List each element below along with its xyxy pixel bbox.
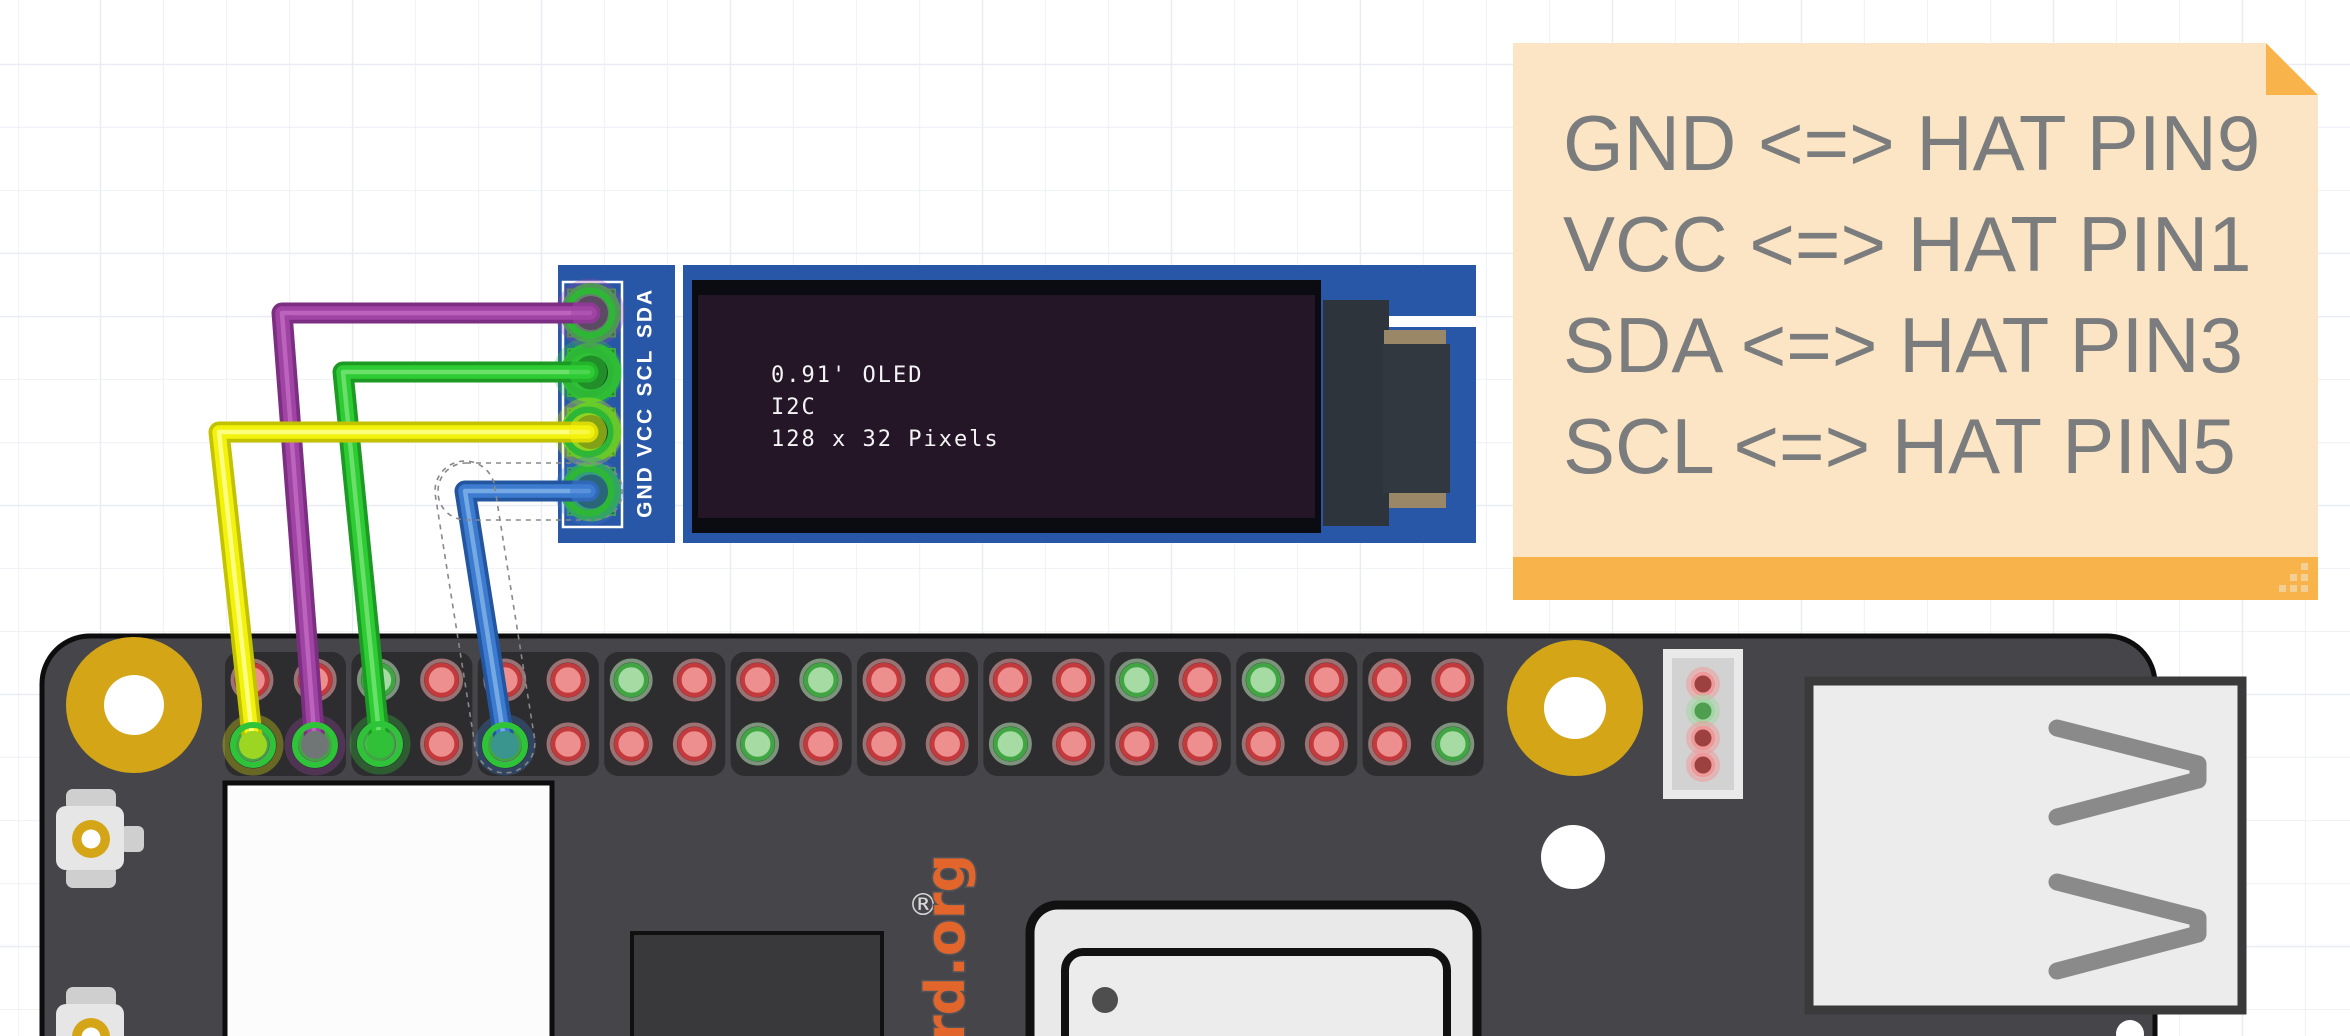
- flex-connector-body: [1383, 344, 1450, 493]
- board-test-pad-small: [2116, 1020, 2144, 1036]
- metal-shield-component: [1025, 900, 1482, 1036]
- pin-label-sda: SDA: [634, 288, 657, 338]
- note-line-sda: SDA <=> HAT PIN3: [1563, 301, 2243, 389]
- logo-registered-icon: ®: [908, 888, 938, 923]
- pcb-silk-stripe: [1383, 316, 1476, 327]
- gold-ring: [72, 1018, 110, 1036]
- note-line-scl: SCL <=> HAT PIN5: [1563, 402, 2236, 490]
- usb-prong-upper: [2048, 719, 2207, 826]
- edge-connector-top: [56, 789, 144, 888]
- vcc-wire[interactable]: [208, 397, 623, 776]
- side-connector[interactable]: [1663, 649, 1743, 799]
- wire-selection-outline: [434, 460, 623, 774]
- edge-connector-bottom: [56, 987, 124, 1036]
- oled-screen-line-2: I2C: [771, 395, 817, 420]
- pin-label-vcc: VCC: [634, 407, 657, 457]
- board-test-pad: [1541, 825, 1605, 889]
- board-logo: rd.org: [914, 854, 977, 1036]
- note-text: GND <=> HAT PIN9 VCC <=> HAT PIN1 SDA <=…: [1563, 93, 2298, 497]
- oled-screen: [698, 295, 1315, 518]
- usb-port: [1804, 676, 2247, 1015]
- oled-screen-line-3: 128 x 32 Pixels: [771, 427, 1000, 452]
- sda-wire[interactable]: [271, 278, 625, 776]
- note-line-gnd: GND <=> HAT PIN9: [1563, 99, 2261, 187]
- pin-field-frame: [561, 280, 624, 529]
- scl-wire[interactable]: [332, 337, 623, 775]
- pin-label-gnd: GND: [634, 465, 657, 518]
- note-line-vcc: VCC <=> HAT PIN1: [1563, 200, 2252, 288]
- note-bottom-bar: [1513, 557, 2318, 600]
- mounting-hole-left: [66, 637, 202, 773]
- flex-pad-top: [1384, 330, 1446, 345]
- oled-module[interactable]: 0.91' OLED I2C 128 x 32 Pixels: [558, 265, 1476, 543]
- oled-screen-line-1: 0.91' OLED: [771, 363, 923, 388]
- note-resize-grip-icon[interactable]: [2275, 559, 2308, 592]
- mounting-hole-right: [1507, 640, 1643, 776]
- usb-prong-lower: [2048, 873, 2207, 980]
- alignment-dot: [1092, 987, 1118, 1013]
- soc-chip: [630, 931, 884, 1036]
- pin-label-scl: SCL: [634, 349, 657, 397]
- flex-pad-bottom: [1389, 493, 1446, 508]
- sticky-note[interactable]: GND <=> HAT PIN9 VCC <=> HAT PIN1 SDA <=…: [1513, 43, 2318, 600]
- flex-connector: [1323, 300, 1389, 526]
- white-component-box: [222, 780, 555, 1036]
- wires-layer[interactable]: [208, 278, 625, 776]
- gnd-wire[interactable]: [454, 456, 624, 776]
